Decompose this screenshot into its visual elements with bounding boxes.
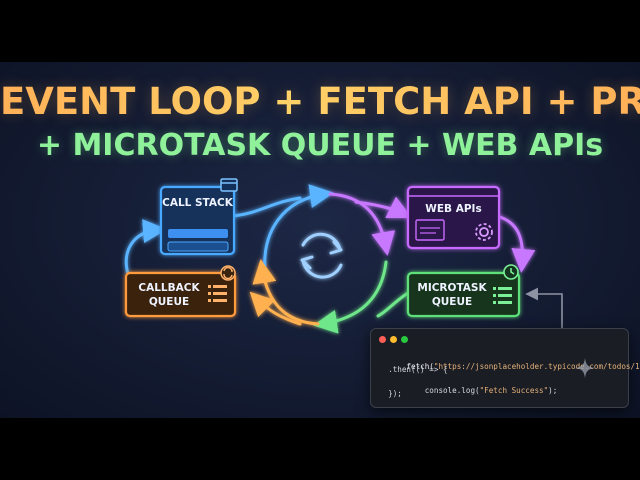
arrow-webapis-to-microtask [498,215,536,273]
call-stack-label: CALL STACK [162,197,233,209]
code-window: fetch("https://jsonplaceholder.typicode.… [370,328,640,408]
loop-arc-right-top [328,192,396,256]
code-fetch: fetch( [406,362,434,371]
thumbnail-stage: EVENT LOOP + FETCH API + PROMISE + MICRO… [0,62,640,418]
event-loop-diagram [124,178,563,334]
loop-arc-right-bottom [313,260,388,334]
letterbox-top [0,0,640,62]
minimize-dot [390,336,397,343]
loop-arc-top [263,184,334,274]
code-line-4: }); [379,389,402,398]
microtask-queue-box [406,271,521,318]
list-icon [208,285,227,302]
code-line-3: console.log("Fetch Success"); [379,377,558,404]
microtask-queue-label-2: QUEUE [431,296,473,308]
title-line-2: + MICROTASK QUEUE + WEB APIs [36,128,604,163]
arrow-callstack-to-loop [230,196,302,218]
arrow-callback-to-callstack [124,219,167,276]
sparkle-icon [575,358,595,378]
call-stack-box [159,185,236,256]
zoom-dot [401,336,408,343]
arrow-loop-to-webapis [354,196,413,219]
code-url: "https://jsonplaceholder.typicode.com/to… [433,362,640,371]
web-apis-label: WEB APIs [425,203,482,215]
list-icon-green [493,287,512,304]
code-close: ); [548,386,558,395]
title-line-1: EVENT LOOP + FETCH API + PROMISE [0,80,640,123]
callback-queue-label-2: QUEUE [148,296,190,308]
loop-arc-left-bottom [252,259,320,326]
arrow-microtask-to-loop [376,291,410,318]
web-apis-box [406,185,501,250]
arrow-code-to-microtask [525,287,563,328]
code-line-1: fetch("https://jsonplaceholder.typicode.… [379,353,640,380]
refresh-small-icon [220,265,236,281]
letterbox-bottom [0,418,640,480]
code-console: console.log( [406,386,480,395]
refresh-icon [300,232,343,279]
code-line-2: .then(() => { [379,365,448,374]
clock-icon [503,264,519,280]
close-dot [379,336,386,343]
callback-queue-label-1: CALLBACK [138,282,200,294]
gear-icon [475,223,493,241]
code-message: "Fetch Success" [479,386,549,395]
arrow-loop-to-callback [249,291,302,326]
window-icon [220,178,238,192]
callback-queue-box [124,271,237,318]
microtask-queue-label-1: MICROTASK [417,282,487,294]
